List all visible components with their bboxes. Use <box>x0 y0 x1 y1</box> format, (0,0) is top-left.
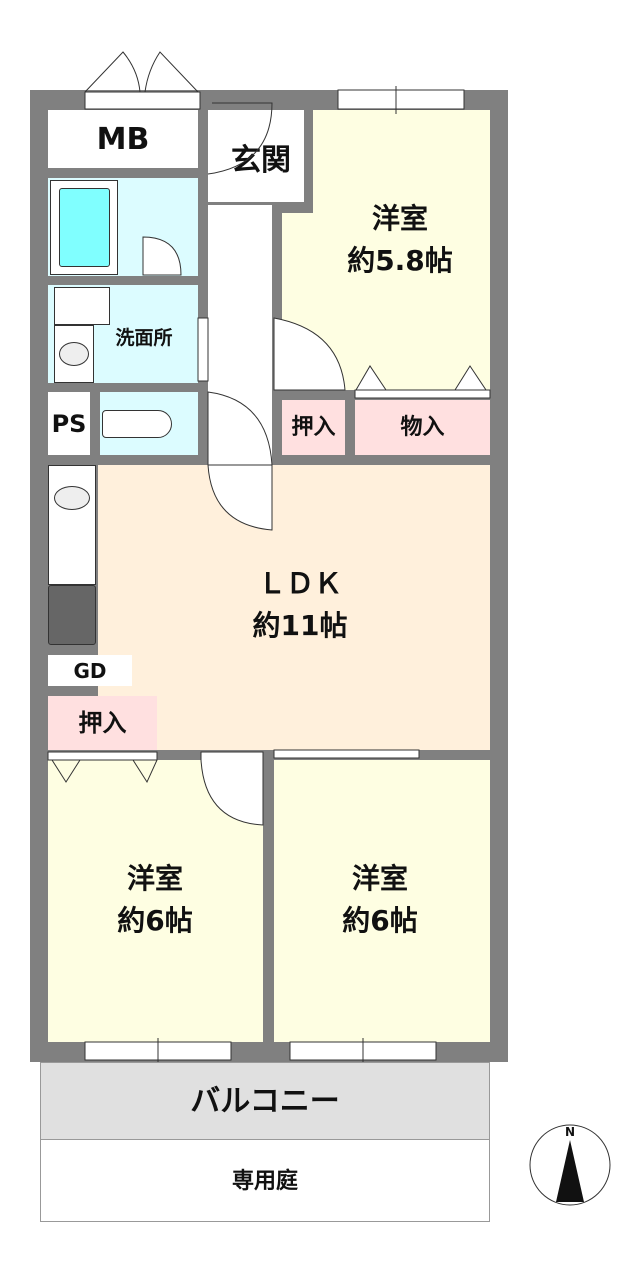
entry-door-swing <box>84 51 199 93</box>
room-western-3 <box>274 760 490 1042</box>
label-western-1: 洋室 約5.8帖 <box>300 190 500 290</box>
hallway <box>208 205 272 465</box>
label-storage: 物入 <box>400 415 445 440</box>
closet-2 <box>48 696 157 750</box>
label-closet-2: 押入 <box>78 709 127 737</box>
room-name: 洋室 <box>126 862 183 895</box>
label-mb: MB <box>96 121 150 157</box>
label-closet-1: 押入 <box>291 415 336 440</box>
bathtub <box>50 180 118 275</box>
room-ldk <box>98 465 490 750</box>
label-gd: GD <box>73 658 107 683</box>
room-ps <box>48 392 90 455</box>
label-western-2: 洋室 約6帖 <box>55 850 255 950</box>
kitchen-counter <box>48 465 96 585</box>
label-ps: PS <box>51 409 87 438</box>
label-entrance: 玄関 <box>231 142 291 178</box>
room-size: 約11帖 <box>252 609 348 642</box>
label-washroom: 洗面所 <box>115 326 173 349</box>
label-private-garden: 専用庭 <box>231 1168 298 1194</box>
washing-machine-space <box>54 287 110 325</box>
room-size: 約5.8帖 <box>347 244 453 277</box>
label-balcony: バルコニー <box>190 1083 340 1119</box>
room-name: 洋室 <box>371 202 428 235</box>
gas-stove <box>48 585 96 645</box>
storage <box>355 400 490 455</box>
room-mb <box>48 110 198 168</box>
toilet <box>102 410 172 438</box>
closet-1 <box>282 400 345 455</box>
compass-north-label: N <box>564 1125 576 1139</box>
label-western-3: 洋室 約6帖 <box>280 850 480 950</box>
room-ldk-lower <box>167 640 217 750</box>
balcony <box>40 1062 490 1140</box>
room-name: ＬＤＫ <box>257 567 342 600</box>
room-gd <box>48 655 132 686</box>
private-garden <box>40 1140 490 1222</box>
sink <box>54 325 94 383</box>
room-size: 約6帖 <box>117 904 193 937</box>
room-size: 約6帖 <box>342 904 418 937</box>
room-name: 洋室 <box>351 862 408 895</box>
label-ldk: ＬＤＫ 約11帖 <box>200 555 400 655</box>
